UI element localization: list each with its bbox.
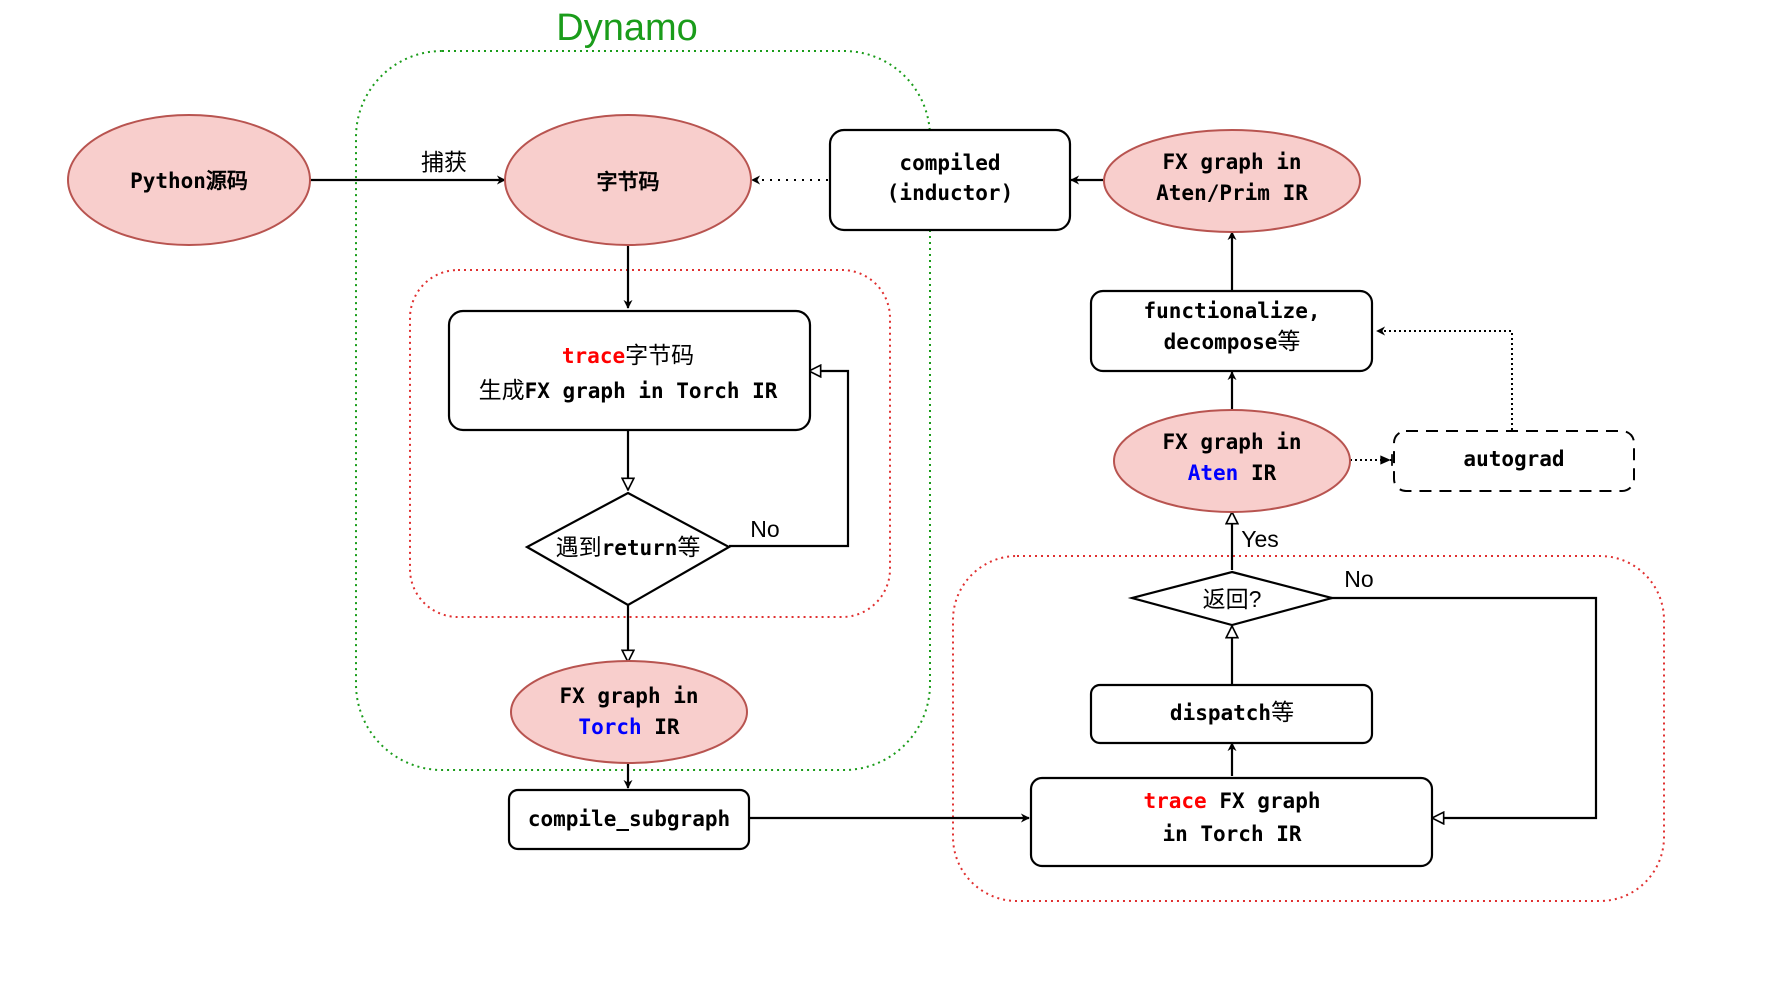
node-compile-subgraph: compile_subgraph: [507, 788, 751, 851]
node-compiled-inductor: compiled (inductor): [828, 128, 1072, 232]
node-fx-torch-rest: IR: [642, 715, 680, 739]
node-fx-aten-rest: IR: [1238, 461, 1276, 485]
node-autograd: autograd: [1393, 430, 1635, 492]
node-trace-fx-graph: trace FX graph in Torch IR: [1029, 776, 1434, 868]
edge-label-capture: 捕获: [421, 149, 467, 175]
node-trace-bytecode-line1: trace字节码: [562, 342, 694, 368]
node-fx-torch-ir: FX graph in Torch IR: [510, 660, 748, 764]
node-fx-aten-ir: FX graph in Aten IR: [1113, 409, 1351, 513]
node-fx-aten-line2: Aten IR: [1188, 461, 1277, 485]
node-dispatch-mono: dispatch: [1170, 701, 1271, 725]
node-trace-fx-line2: in Torch IR: [1162, 822, 1301, 846]
node-fx-aten-line1: FX graph in: [1162, 430, 1301, 454]
node-trace-bytecode-keyword: trace: [562, 344, 625, 368]
node-functionalize-line1: functionalize,: [1143, 299, 1320, 323]
node-trace-bytecode: trace字节码 生成FX graph in Torch IR: [447, 309, 812, 432]
edge-decision-no-loop: [729, 371, 850, 548]
node-dispatch-label: dispatch等: [1170, 699, 1294, 725]
node-fx-torch-line1: FX graph in: [559, 684, 698, 708]
node-trace-fx-rest: FX graph: [1207, 789, 1321, 813]
node-fx-torch-keyword: Torch: [578, 715, 641, 739]
dynamo-group-border: [355, 50, 931, 771]
edge-label-no-right: No: [1344, 566, 1373, 592]
node-compiled-line2: (inductor): [887, 181, 1013, 205]
edge-return-no-loop: [1330, 596, 1598, 818]
node-encounter-return-mono: return: [602, 536, 678, 560]
node-trace-bytecode-line2: 生成FX graph in Torch IR: [479, 377, 778, 403]
node-compile-subgraph-label: compile_subgraph: [528, 807, 730, 831]
node-encounter-return-label: 遇到return等: [556, 534, 701, 560]
edge-label-yes: Yes: [1241, 526, 1279, 552]
node-fx-aten-keyword: Aten: [1188, 461, 1239, 485]
node-trace-bytecode-line2-cn: 生成: [479, 377, 525, 403]
node-fx-aten-prim-line2: Aten/Prim IR: [1156, 181, 1308, 205]
node-fx-aten-prim-line1: FX graph in: [1162, 150, 1301, 174]
node-fx-aten-prim-ir: FX graph in Aten/Prim IR: [1103, 129, 1361, 233]
node-encounter-return: 遇到return等: [524, 491, 732, 607]
node-trace-bytecode-rest: 字节码: [625, 342, 694, 368]
node-python-source-label: Python源码: [130, 169, 248, 193]
node-functionalize-line2-mono: decompose: [1164, 330, 1278, 354]
node-trace-fx-line1: trace FX graph: [1143, 789, 1320, 813]
trace-loop-group-border: [409, 269, 891, 618]
node-bytecode: 字节码: [504, 114, 752, 246]
node-returned-decision: 返回?: [1127, 570, 1337, 627]
edge-autograd-to-functionalize: [1376, 326, 1513, 430]
node-functionalize-line2: decompose等: [1164, 328, 1301, 354]
node-dispatch-cn: 等: [1271, 699, 1294, 725]
diagram-title: Dynamo: [556, 7, 698, 49]
node-dispatch: dispatch等: [1089, 683, 1374, 745]
node-functionalize-decompose: functionalize, decompose等: [1089, 289, 1374, 373]
node-trace-bytecode-line2-mono: FX graph in Torch IR: [525, 379, 778, 403]
edge-label-no-left: No: [750, 516, 779, 542]
node-encounter-return-cn1: 遇到: [556, 534, 602, 560]
node-encounter-return-cn2: 等: [677, 534, 700, 560]
node-returned-label: 返回?: [1203, 586, 1262, 612]
node-python-source: Python源码: [67, 114, 311, 246]
node-trace-fx-keyword: trace: [1143, 789, 1206, 813]
node-functionalize-line2-cn: 等: [1277, 328, 1300, 354]
node-fx-torch-line2: Torch IR: [578, 715, 680, 739]
node-compiled-line1: compiled: [899, 151, 1000, 175]
node-autograd-label: autograd: [1463, 447, 1564, 471]
node-bytecode-label: 字节码: [597, 170, 660, 194]
